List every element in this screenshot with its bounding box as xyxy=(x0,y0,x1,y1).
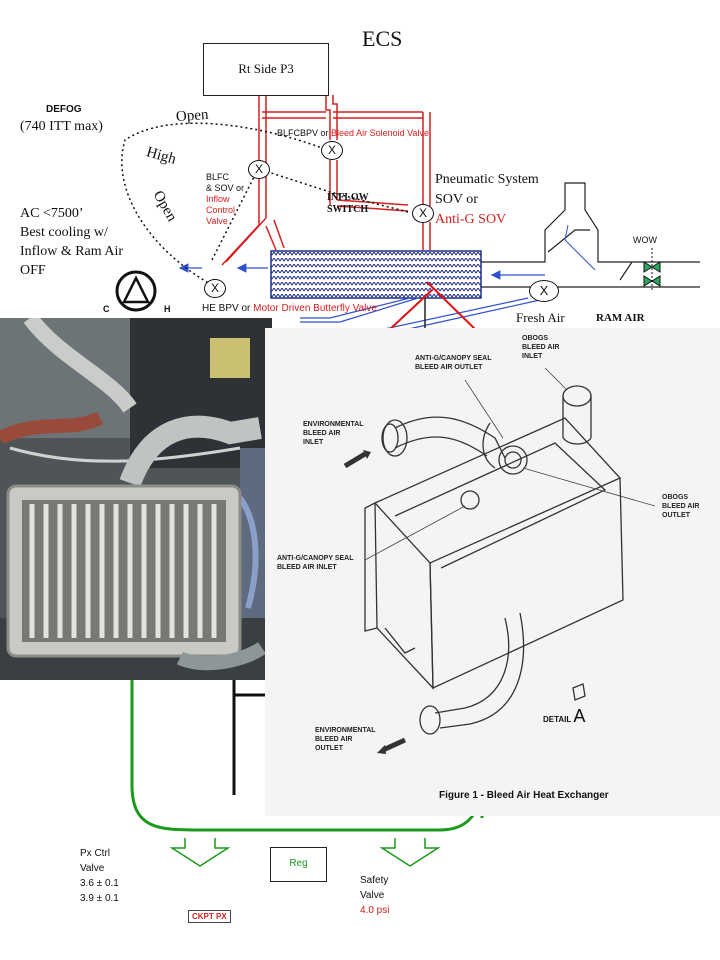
figure-caption: Figure 1 - Bleed Air Heat Exchanger xyxy=(439,790,609,801)
blfc-sov-label: BLFC & SOV or Inflow Control Valve xyxy=(206,172,244,227)
callout-line: ENVIRONMENTAL xyxy=(303,421,364,428)
callout-line: ANTI-G/CANOPY SEAL xyxy=(277,555,354,562)
detail-text: DETAIL xyxy=(543,715,572,724)
open-top-label: Open xyxy=(175,106,209,126)
ac-note-line: Inflow & Ram Air xyxy=(20,244,124,259)
safety-valve-label: Safety Valve 4.0 psi xyxy=(360,873,389,918)
ac-note-line: AC <7500’ xyxy=(20,206,84,221)
wow-label: WOW xyxy=(633,235,657,245)
env-inlet-callout: ENVIRONMENTAL BLEED AIR INLET xyxy=(303,420,364,447)
antig-inlet-callout: ANTI-G/CANOPY SEAL BLEED AIR INLET xyxy=(277,554,354,572)
blfc-sov-valve[interactable]: X xyxy=(248,160,270,179)
figure-drawing xyxy=(343,367,656,754)
callout-line: INLET xyxy=(522,353,543,360)
pneumatic-sov-valve[interactable]: X xyxy=(412,204,434,223)
inflow-switch-line: INFLOW xyxy=(327,192,369,203)
page-title: ECS xyxy=(362,26,403,51)
defog-label: DEFOG xyxy=(46,104,82,115)
wow-valve-icon xyxy=(643,248,661,290)
detail-letter: A xyxy=(573,706,586,726)
callout-line: INLET xyxy=(303,439,324,446)
callout-line: ENVIRONMENTAL xyxy=(315,727,376,734)
safety-line: Valve xyxy=(360,890,385,901)
he-bpv-text: HE BPV or xyxy=(202,303,251,314)
px-ctrl-line: 3.9 ± 0.1 xyxy=(80,893,119,904)
callout-line: BLEED AIR OUTLET xyxy=(415,364,483,371)
antig-outlet-callout: ANTI-G/CANOPY SEAL BLEED AIR OUTLET xyxy=(415,354,492,372)
blfc-line: & SOV or xyxy=(206,183,245,193)
inflow-ctrl-line: Valve xyxy=(206,216,228,226)
callout-line: BLEED AIR xyxy=(303,430,341,437)
detail-label: DETAIL A xyxy=(543,706,585,727)
obogs-inlet-callout: OBOGS BLEED AIR INLET xyxy=(522,334,559,361)
ckpt-px-badge: CKPT PX xyxy=(188,910,231,923)
blfcbpv-valve[interactable]: X xyxy=(321,141,343,160)
fresh-air-label: Fresh Air xyxy=(516,310,565,325)
he-bpv-label: HE BPV or Motor Driven Butterfly Valve xyxy=(202,303,377,314)
cold-label: C xyxy=(103,304,110,314)
photo-illustration xyxy=(0,318,272,680)
blue-cold-piping xyxy=(300,297,541,333)
safety-valve-outlet-icon xyxy=(379,838,441,867)
reg-box: Reg xyxy=(270,847,327,882)
heat-exchanger-photo xyxy=(0,318,272,680)
callout-line: ANTI-G/CANOPY SEAL xyxy=(415,355,492,362)
safety-psi-line: 4.0 psi xyxy=(360,905,390,916)
callout-line: BLEED AIR xyxy=(522,344,560,351)
antig-sov-line: Anti-G SOV xyxy=(435,212,507,227)
px-ctrl-line: Px Ctrl xyxy=(80,848,110,859)
callout-line: BLEED AIR INLET xyxy=(277,564,337,571)
bleed-air-heat-exchanger-figure: OBOGS BLEED AIR INLET ANTI-G/CANOPY SEAL… xyxy=(265,328,720,816)
ac-note-line: Best cooling w/ xyxy=(20,225,108,240)
inflow-ctrl-line: Control xyxy=(206,205,236,215)
pneumatic-line: Pneumatic System xyxy=(435,172,539,187)
ram-air-label: RAM AIR xyxy=(596,312,645,324)
blfcbpv-text: BLFCBPV or xyxy=(277,128,329,138)
he-bpv-valve[interactable]: X xyxy=(204,279,226,298)
control-linkage xyxy=(121,122,409,286)
reg-label: Reg xyxy=(289,858,308,869)
hot-label: H xyxy=(164,304,171,314)
inflow-ctrl-line: Inflow xyxy=(206,194,230,204)
callout-line: BLEED AIR xyxy=(315,736,353,743)
ac-note-line: OFF xyxy=(20,263,46,278)
motor-bfv-text: Motor Driven Butterfly Valve xyxy=(253,303,377,314)
rt-side-p3-box: Rt Side P3 xyxy=(203,43,329,96)
px-ctrl-line: Valve xyxy=(80,863,105,874)
callout-line: OUTLET xyxy=(315,745,343,752)
bleed-solenoid-text: Bleed Air Solenoid Valve xyxy=(331,128,429,138)
blfc-line: BLFC xyxy=(206,172,230,182)
obogs-outlet-callout: OBOGS BLEED AIR OUTLET xyxy=(662,493,699,520)
pneumatic-line: SOV or xyxy=(435,192,478,207)
pneumatic-sov-label: Pneumatic System SOV or Anti-G SOV xyxy=(435,170,539,230)
callout-line: OUTLET xyxy=(662,512,690,519)
temp-selector-icon xyxy=(115,270,157,312)
flow-arrow-blower xyxy=(564,224,596,271)
callout-line: OBOGS xyxy=(662,494,689,501)
inflow-switch-label: INFLOW SWITCH xyxy=(327,192,369,216)
rt-side-p3-label: Rt Side P3 xyxy=(238,61,294,76)
env-outlet-callout: ENVIRONMENTAL BLEED AIR OUTLET xyxy=(315,726,376,753)
blfcbpv-label: BLFCBPV or Bleed Air Solenoid Valve xyxy=(277,128,429,138)
safety-line: Safety xyxy=(360,875,389,886)
callout-line: BLEED AIR xyxy=(662,503,700,510)
heat-exchanger xyxy=(270,250,482,299)
itt-max-label: (740 ITT max) xyxy=(20,119,103,134)
black-cockpit-line xyxy=(232,680,268,795)
fresh-air-valve[interactable]: X xyxy=(529,280,559,302)
px-ctrl-line: 3.6 ± 0.1 xyxy=(80,878,119,889)
ac-note: AC <7500’ Best cooling w/ Inflow & Ram A… xyxy=(20,204,123,280)
ram-air-duct xyxy=(481,182,700,288)
inflow-switch-line: SWITCH xyxy=(327,204,369,215)
red-bleed-piping xyxy=(221,95,431,266)
callout-line: OBOGS xyxy=(522,335,549,342)
px-ctrl-valve-outlet-icon xyxy=(169,838,231,867)
px-ctrl-valve-label: Px Ctrl Valve 3.6 ± 0.1 3.9 ± 0.1 xyxy=(80,846,119,906)
